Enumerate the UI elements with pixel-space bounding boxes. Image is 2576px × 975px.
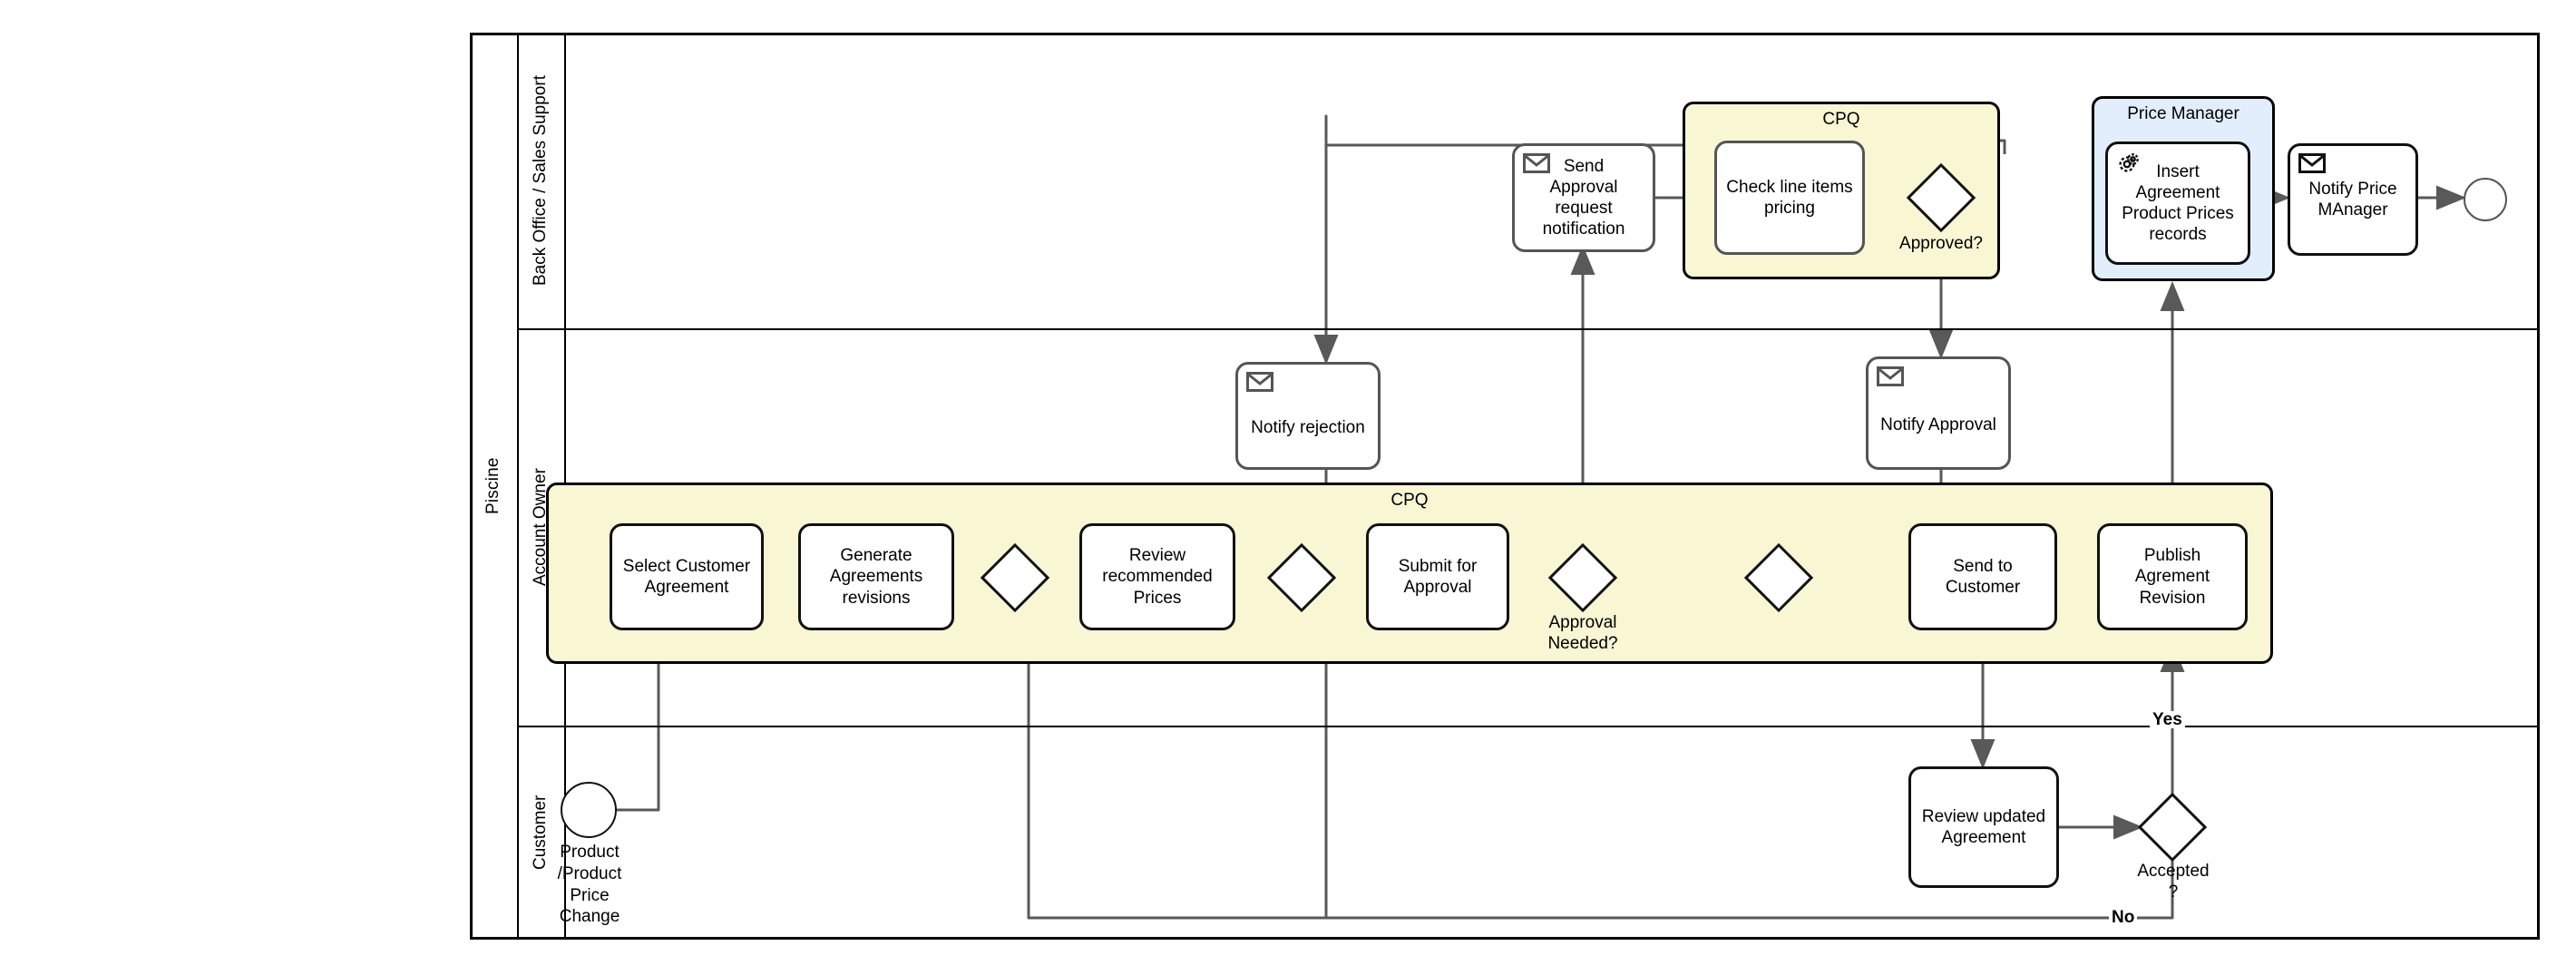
subprocess-cpq-back-office-label: CPQ (1822, 110, 1860, 129)
gateway-approved-label: Approved? (1899, 234, 1983, 253)
service-gear-icon (2119, 153, 2139, 172)
message-icon (2298, 153, 2326, 173)
gateway-accepted-label: Accepted? (2137, 862, 2210, 902)
task-notify-rejection[interactable]: Notify rejection (1235, 362, 1381, 470)
task-label: Notify rejection (1251, 417, 1365, 437)
start-event-product-price-change[interactable] (561, 782, 617, 838)
pool-title: Piscine (483, 457, 503, 515)
message-icon (1877, 366, 1904, 386)
message-icon (1523, 153, 1550, 173)
flow-label-no: No (2109, 909, 2138, 926)
task-label: Notify Approval (1880, 414, 1996, 434)
flow-label-yes: Yes (2150, 711, 2185, 728)
lane-title-back-office: Back Office / Sales Support (531, 75, 550, 286)
subprocess-cpq-account-owner-label: CPQ (1390, 491, 1429, 510)
task-notify-approval[interactable]: Notify Approval (1866, 356, 2011, 470)
pool-piscine (470, 33, 2540, 940)
subprocess-price-manager-label: Price Manager (2127, 104, 2239, 123)
message-icon (1246, 372, 1273, 392)
lane-separator-1 (517, 328, 2540, 330)
pool-title-divider (517, 33, 519, 940)
lane-separator-2 (517, 726, 2540, 727)
end-event[interactable] (2464, 178, 2507, 221)
